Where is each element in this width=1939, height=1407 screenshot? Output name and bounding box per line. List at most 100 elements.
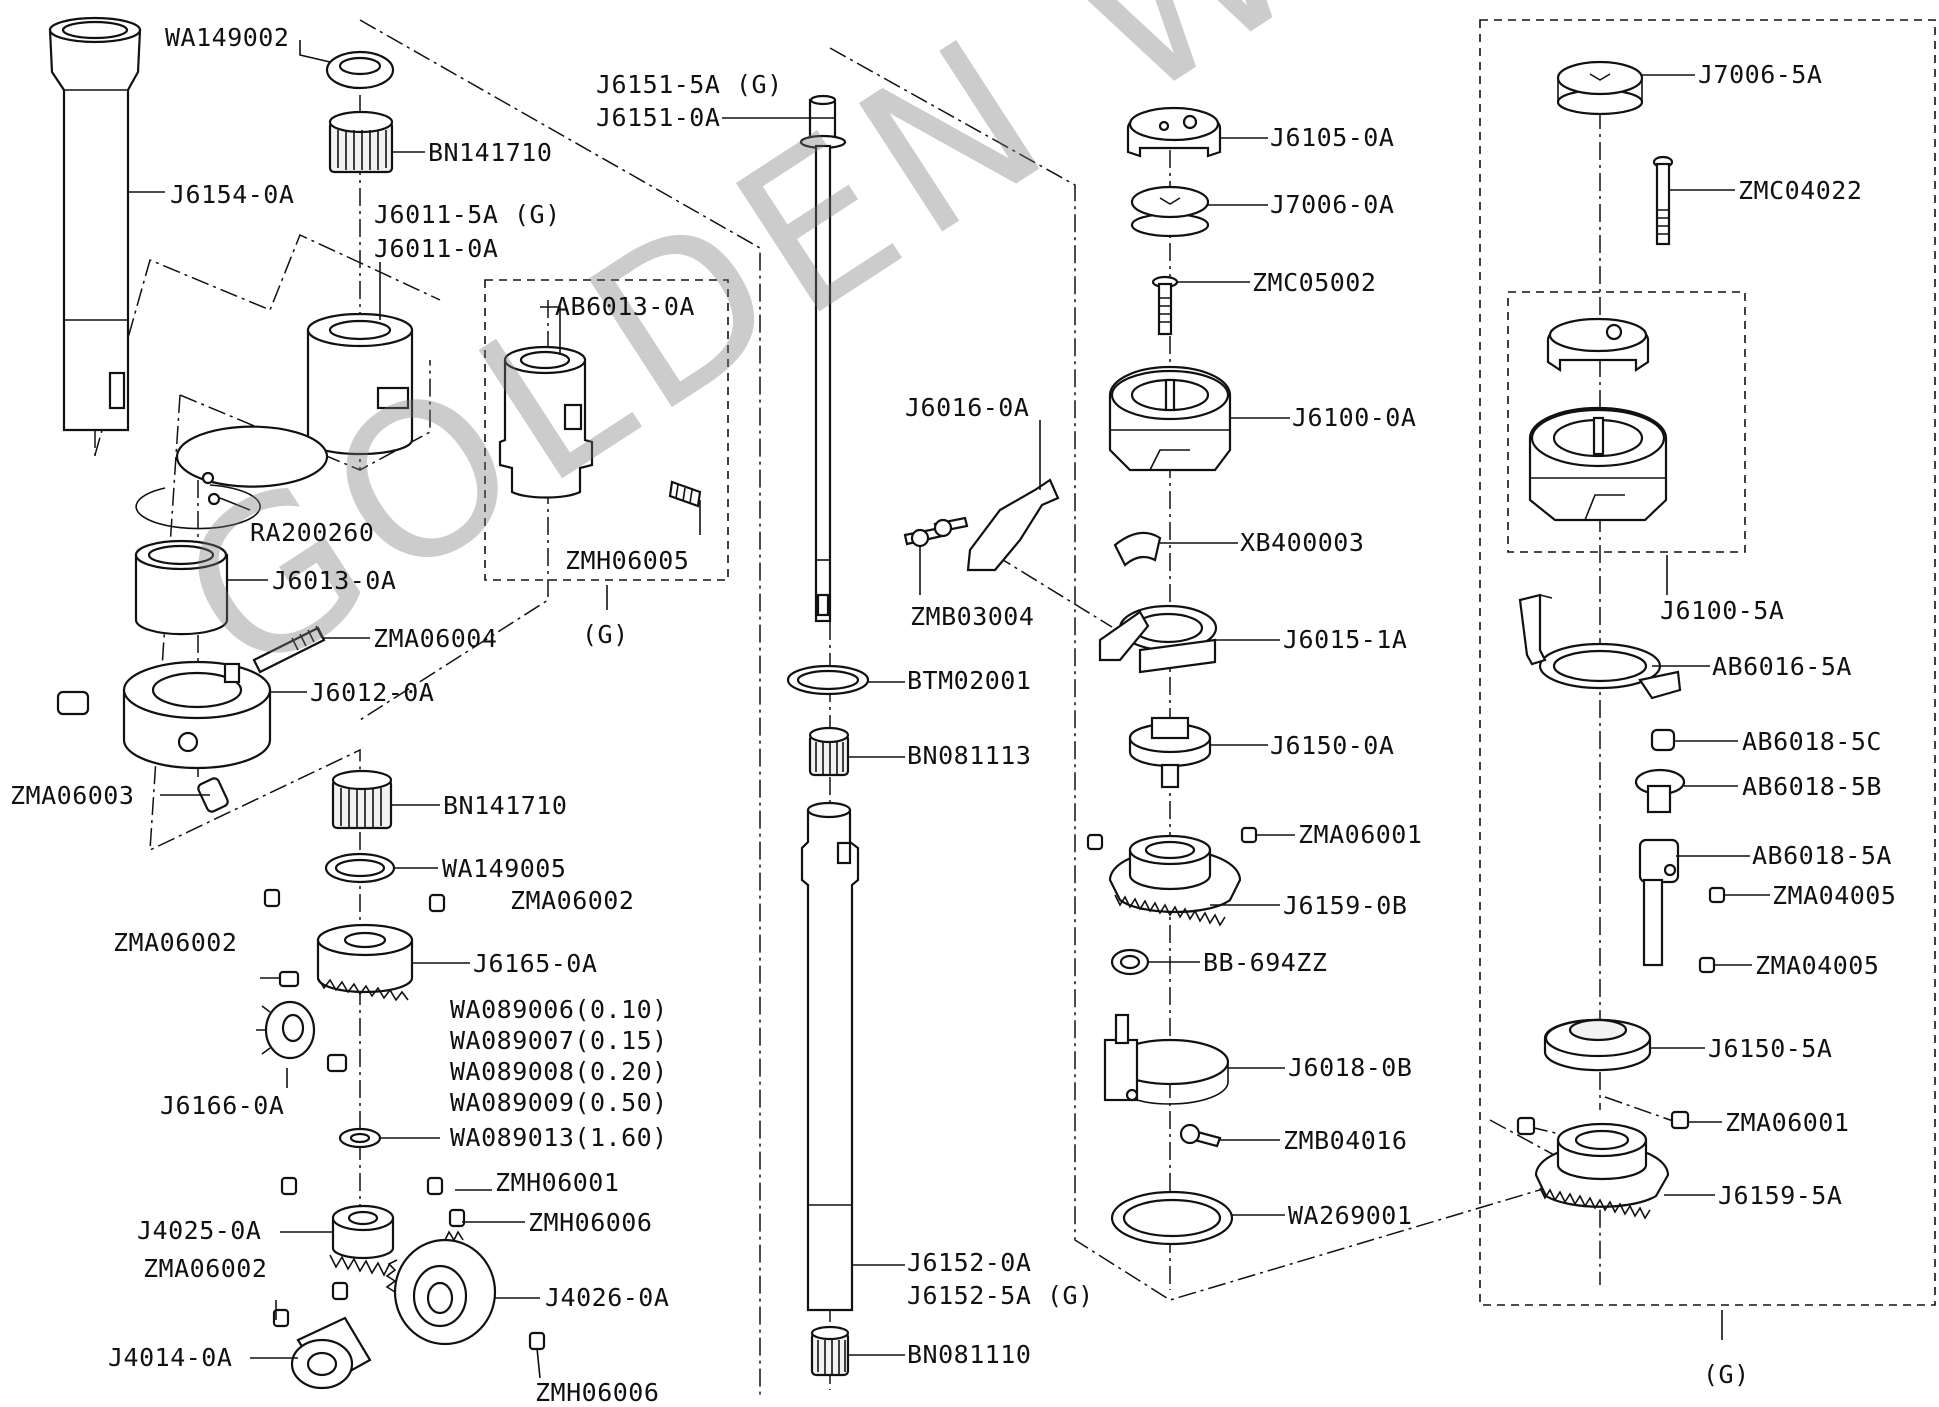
label-j6151-0a: J6151-0A	[596, 103, 721, 132]
label-zmh06006-a: ZMH06006	[528, 1208, 653, 1237]
assembly-guide-lines	[94, 19, 1691, 1395]
label-j6151-5a: J6151-5A (G)	[596, 70, 783, 99]
label-j6013-0a: J6013-0A	[272, 566, 397, 595]
label-j6105-0a: J6105-0A	[1270, 123, 1395, 152]
part-j6105-0a	[1126, 106, 1222, 158]
part-bn141710-top	[328, 110, 394, 174]
label-j6154-0a: J6154-0A	[170, 180, 295, 209]
label-j6159-5a: J6159-5A	[1718, 1181, 1843, 1210]
part-j6018-0b	[1103, 1013, 1230, 1105]
part-zmc05002	[1151, 275, 1179, 336]
part-j6100-5a-hook	[1528, 406, 1668, 522]
part-zma06001-right	[1516, 1110, 1690, 1136]
label-zma06001-a: ZMA06001	[1298, 820, 1423, 849]
label-j6152-5a: J6152-5A (G)	[907, 1281, 1094, 1310]
part-j4014-0a	[290, 1316, 372, 1390]
part-bn081110	[810, 1325, 850, 1377]
label-wa089009: WA089009(0.50)	[450, 1088, 668, 1117]
label-ab6016-5a: AB6016-5A	[1712, 652, 1852, 681]
part-zma04005-screws	[1698, 886, 1726, 974]
part-j6159-5a	[1534, 1122, 1670, 1220]
label-wa089006: WA089006(0.10)	[450, 995, 668, 1024]
part-j6151-0a	[799, 94, 847, 623]
label-zmh06006-b: ZMH06006	[535, 1378, 660, 1407]
part-small-setscrews-left	[263, 888, 546, 1351]
part-ab6018-5a	[1638, 838, 1680, 967]
part-ab6013-0a	[498, 345, 594, 499]
part-wa149002	[325, 50, 395, 90]
label-j6100-5a: J6100-5A	[1660, 596, 1785, 625]
part-ra200260	[135, 425, 329, 530]
leader-lines	[128, 40, 1770, 1379]
label-zma06004: ZMA06004	[373, 624, 498, 653]
part-bn081113	[808, 726, 850, 777]
label-wa089008: WA089008(0.20)	[450, 1057, 668, 1086]
label-bb-694zz: BB-694ZZ	[1203, 948, 1328, 977]
label-j6166-0a: J6166-0A	[160, 1091, 285, 1120]
label-j6016-0a: J6016-0A	[905, 393, 1030, 422]
label-wa269001: WA269001	[1288, 1201, 1413, 1230]
label-j6152-0a: J6152-0A	[907, 1248, 1032, 1277]
part-j6150-5a	[1543, 1018, 1652, 1072]
part-j6013-0a	[134, 539, 229, 636]
part-zma06003-screws	[56, 690, 229, 813]
label-zma04005-a: ZMA04005	[1772, 881, 1897, 910]
label-j6011-5a: J6011-5A (G)	[374, 200, 561, 229]
label-xb400003: XB400003	[1240, 528, 1365, 557]
group-box-g-assembly	[1479, 19, 1936, 1306]
label-zmb04016: ZMB04016	[1283, 1126, 1408, 1155]
label-zmb03004: ZMB03004	[910, 602, 1035, 631]
part-j6159-0b	[1108, 834, 1242, 927]
part-j6152-0a	[800, 801, 860, 1312]
label-j4026-0a: J4026-0A	[545, 1283, 670, 1312]
label-wa149005: WA149005	[442, 854, 567, 883]
label-zmh06005: ZMH06005	[565, 546, 690, 575]
part-j6011-0a	[306, 312, 414, 456]
label-bn141710-mid: BN141710	[443, 791, 568, 820]
label-j6159-0b: J6159-0B	[1283, 891, 1408, 920]
part-j6100-5a-cap	[1546, 317, 1650, 373]
label-j6165-0a: J6165-0A	[473, 949, 598, 978]
label-zmc04022: ZMC04022	[1738, 176, 1863, 205]
label-g-right: (G)	[1703, 1360, 1750, 1389]
label-j6012-0a: J6012-0A	[310, 678, 435, 707]
part-wa149005	[324, 852, 396, 884]
label-zma06003: ZMA06003	[10, 781, 135, 810]
label-ab6018-5b: AB6018-5B	[1742, 772, 1882, 801]
part-xb400003	[1113, 531, 1162, 567]
part-ab6018-5b	[1634, 768, 1686, 814]
label-wa149002: WA149002	[165, 23, 290, 52]
part-j6165-0a	[316, 923, 414, 1002]
label-j6018-0b: J6018-0B	[1288, 1053, 1413, 1082]
label-btm02001: BTM02001	[907, 666, 1032, 695]
part-zmb03004	[903, 516, 969, 548]
label-ab6018-5a: AB6018-5A	[1752, 841, 1892, 870]
part-zma06004	[252, 625, 326, 674]
part-j6016-0a	[966, 478, 1060, 572]
label-j6015-1a: J6015-1A	[1283, 625, 1408, 654]
part-ab6016-5a	[1518, 593, 1682, 700]
label-bn141710-top: BN141710	[428, 138, 553, 167]
label-g-left: (G)	[582, 620, 629, 649]
label-bn081110: BN081110	[907, 1340, 1032, 1369]
group-box-j6100-5a	[1507, 291, 1746, 553]
label-zma06002-c: ZMA06002	[143, 1254, 268, 1283]
part-j4025-0a	[329, 1204, 395, 1277]
label-j7006-0a: J7006-0A	[1270, 190, 1395, 219]
part-small-setscrews-mid	[1086, 826, 1258, 851]
label-j7006-5a: J7006-5A	[1698, 60, 1823, 89]
part-zmb04016	[1179, 1123, 1222, 1148]
label-j4025-0a: J4025-0A	[137, 1216, 262, 1245]
label-ab6018-5c: AB6018-5C	[1742, 727, 1882, 756]
part-j6015-1a	[1098, 604, 1218, 674]
part-j6154-0a	[48, 16, 142, 432]
label-j6150-5a: J6150-5A	[1708, 1034, 1833, 1063]
label-zma04005-b: ZMA04005	[1755, 951, 1880, 980]
part-j6012-0a	[122, 660, 272, 770]
label-ab6013-0a: AB6013-0A	[555, 292, 695, 321]
label-zma06002-a: ZMA06002	[510, 886, 635, 915]
part-bb-694zz	[1110, 948, 1150, 976]
part-j4026-0a	[385, 1230, 497, 1346]
label-zmh06001: ZMH06001	[495, 1168, 620, 1197]
